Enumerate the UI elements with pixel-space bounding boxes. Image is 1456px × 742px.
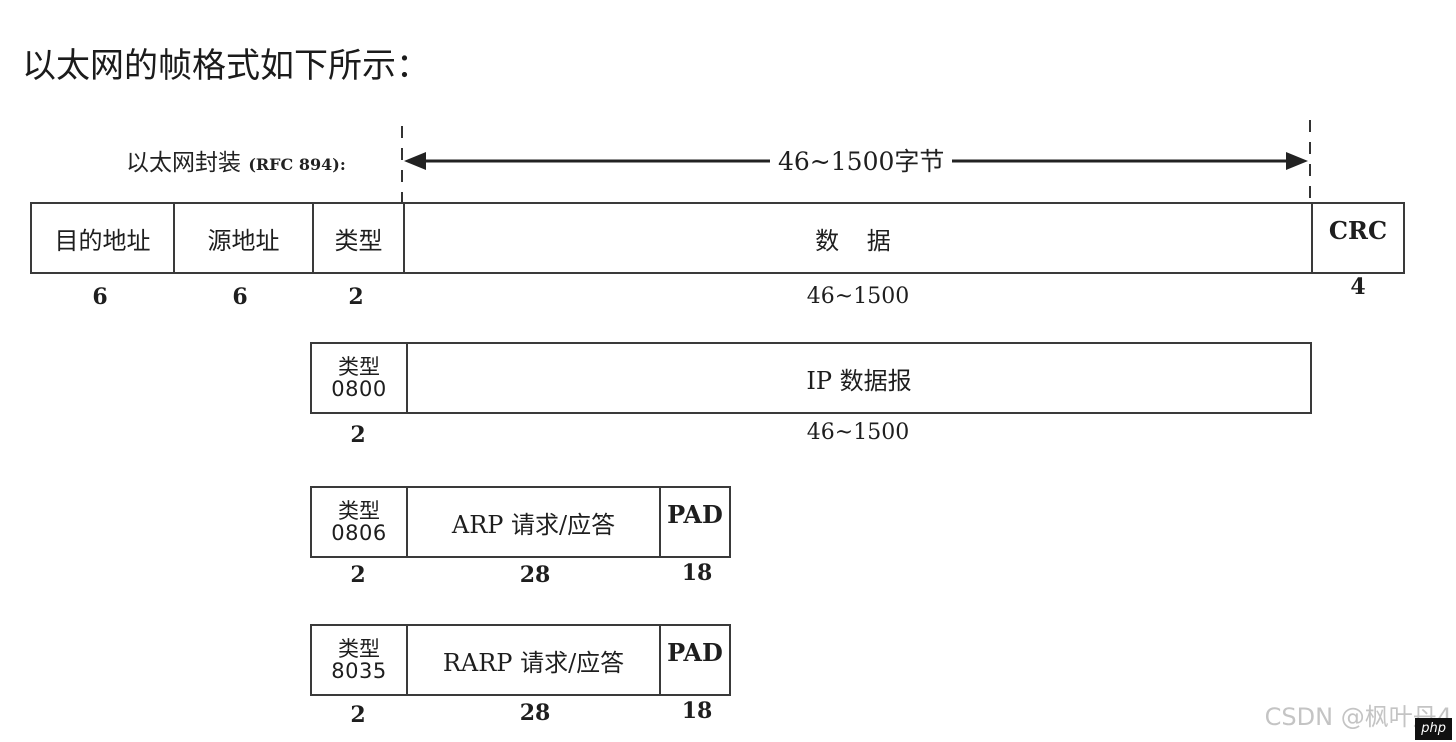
rarp-pad-field: PAD (667, 637, 723, 667)
size-crc: 4 (1350, 274, 1366, 300)
ip-type-field: 类型 0800 (312, 344, 408, 412)
field-destination-address: 目的地址 (32, 204, 175, 272)
arp-frame: 类型 0806 ARP 请求/应答 PAD (310, 486, 731, 558)
ip-type-size: 2 (350, 422, 366, 448)
field-data: 数 据 (405, 204, 1313, 272)
rarp-pad-size: 18 (681, 698, 713, 724)
arp-payload-size: 28 (519, 562, 551, 588)
arp-request-reply-field: ARP 请求/应答 (408, 488, 661, 556)
rfc-reference: (RFC 894): (248, 155, 346, 174)
arp-type-size: 2 (350, 562, 366, 588)
rarp-request-reply-field: RARP 请求/应答 (408, 626, 661, 694)
size-source-address: 6 (232, 284, 248, 310)
rarp-frame: 类型 8035 RARP 请求/应答 PAD (310, 624, 731, 696)
ip-datagram-field: IP 数据报 (806, 366, 912, 395)
span-arrow-right-head (1286, 152, 1308, 170)
php-badge: php (1415, 718, 1452, 740)
encapsulation-label: 以太网封装 (RFC 894): (126, 146, 346, 182)
ip-datagram-size: 46~1500 (806, 420, 910, 445)
span-label: 46~1500字节 (770, 142, 953, 182)
size-type: 2 (348, 284, 364, 310)
rarp-type-field: 类型 8035 (312, 626, 408, 694)
size-data: 46~1500 (806, 284, 910, 309)
ip-frame: 类型 0800 IP 数据报 (310, 342, 1312, 414)
field-type: 类型 (314, 204, 405, 272)
arp-pad-field: PAD (667, 499, 723, 529)
arp-pad-size: 18 (681, 560, 713, 586)
encapsulation-title: 以太网封装 (126, 150, 241, 176)
field-source-address: 源地址 (175, 204, 314, 272)
ethernet-frame: 目的地址 源地址 类型 数 据 CRC (30, 202, 1405, 274)
arp-type-field: 类型 0806 (312, 488, 408, 556)
page-heading: 以太网的帧格式如下所示： (22, 46, 430, 86)
span-arrow-left-head (404, 152, 426, 170)
field-crc: CRC (1328, 215, 1388, 245)
rarp-payload-size: 28 (519, 700, 551, 726)
rarp-type-size: 2 (350, 702, 366, 728)
size-destination-address: 6 (92, 284, 108, 310)
